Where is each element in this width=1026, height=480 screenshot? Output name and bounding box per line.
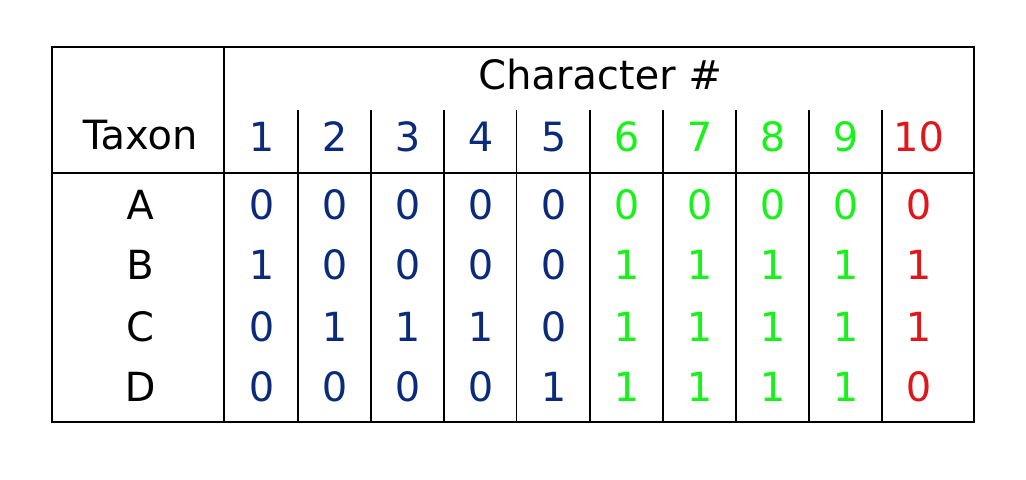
column-divider — [881, 110, 883, 172]
column-divider — [370, 110, 372, 172]
column-divider — [443, 174, 445, 421]
character-column-header-8: 8 — [759, 115, 786, 161]
character-column-header-9: 9 — [832, 115, 859, 161]
table-cell: 0 — [905, 183, 932, 229]
table-cell: 1 — [832, 305, 859, 351]
table-cell: 0 — [394, 243, 421, 289]
table-cell: 1 — [467, 305, 494, 351]
column-divider — [589, 110, 591, 172]
table-cell: 0 — [613, 183, 640, 229]
table-cell: 1 — [686, 243, 713, 289]
character-column-header-1: 1 — [248, 115, 275, 161]
character-column-header-3: 3 — [394, 115, 421, 161]
taxon-column-divider — [223, 48, 225, 421]
character-header-title: Character # — [478, 53, 722, 99]
table-cell: 1 — [540, 365, 567, 411]
table-cell: 0 — [248, 305, 275, 351]
table-cell: 0 — [540, 243, 567, 289]
table-cell: 1 — [613, 365, 640, 411]
table-cell: 1 — [905, 243, 932, 289]
table-cell: 1 — [832, 243, 859, 289]
table-cell: 0 — [540, 183, 567, 229]
table-cell: 0 — [394, 365, 421, 411]
taxon-label-D: D — [124, 365, 156, 411]
table-cell: 0 — [759, 183, 786, 229]
table-cell: 1 — [759, 243, 786, 289]
character-column-header-10: 10 — [893, 115, 944, 161]
taxon-label-B: B — [126, 243, 154, 289]
table-cell: 0 — [832, 183, 859, 229]
table-cell: 0 — [394, 183, 421, 229]
table-cell: 1 — [613, 305, 640, 351]
table-cell: 1 — [248, 243, 275, 289]
character-column-header-7: 7 — [686, 115, 713, 161]
table-cell: 0 — [467, 183, 494, 229]
column-divider — [881, 174, 883, 421]
table-cell: 1 — [759, 365, 786, 411]
table-cell: 1 — [832, 365, 859, 411]
table-cell: 0 — [248, 183, 275, 229]
table-cell: 0 — [467, 365, 494, 411]
column-divider — [297, 174, 299, 421]
table-cell: 1 — [321, 305, 348, 351]
character-column-header-4: 4 — [467, 115, 494, 161]
column-divider — [443, 110, 445, 172]
table-cell: 0 — [321, 183, 348, 229]
taxon-column-header: Taxon — [82, 113, 198, 159]
column-divider — [589, 174, 591, 421]
column-divider — [662, 174, 664, 421]
taxon-label-C: C — [126, 305, 154, 351]
column-divider — [297, 110, 299, 172]
table-cell: 1 — [905, 305, 932, 351]
table-cell: 0 — [321, 243, 348, 289]
column-divider — [370, 174, 372, 421]
taxon-label-A: A — [126, 183, 154, 229]
character-column-header-2: 2 — [321, 115, 348, 161]
column-divider — [516, 110, 517, 172]
table-cell: 0 — [248, 365, 275, 411]
column-divider — [662, 110, 664, 172]
table-cell: 1 — [613, 243, 640, 289]
character-column-header-5: 5 — [540, 115, 567, 161]
table-cell: 0 — [686, 183, 713, 229]
table-cell: 0 — [540, 305, 567, 351]
table-cell: 0 — [321, 365, 348, 411]
column-divider — [516, 174, 517, 421]
column-divider — [735, 174, 737, 421]
table-cell: 0 — [905, 365, 932, 411]
column-divider — [808, 174, 810, 421]
table-cell: 1 — [686, 305, 713, 351]
table-cell: 1 — [759, 305, 786, 351]
table-cell: 1 — [394, 305, 421, 351]
header-divider — [53, 172, 973, 174]
table-cell: 1 — [686, 365, 713, 411]
character-column-header-6: 6 — [613, 115, 640, 161]
column-divider — [735, 110, 737, 172]
table-cell: 0 — [467, 243, 494, 289]
column-divider — [808, 110, 810, 172]
